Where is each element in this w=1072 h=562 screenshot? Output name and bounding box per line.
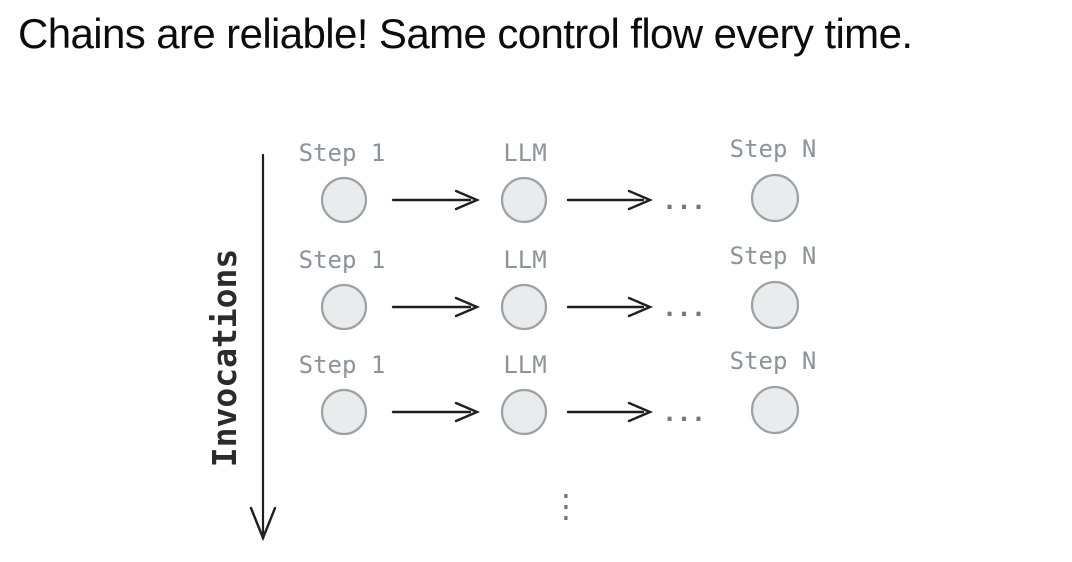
stepN-node (750, 280, 800, 330)
stepN-node (750, 385, 800, 435)
invocation-row: Step 1 LLM ... Step N (299, 347, 817, 436)
stepN-node (750, 173, 800, 223)
llm-node (500, 388, 548, 436)
step1-label: Step 1 (299, 246, 386, 274)
arrow-right-icon (391, 296, 481, 318)
arrow-right-icon (391, 189, 481, 211)
llm-label: LLM (503, 351, 546, 379)
invocation-row: Step 1 LLM ... Step N (299, 242, 817, 331)
stepN-label: Step N (730, 242, 817, 270)
llm-label: LLM (503, 139, 546, 167)
invocations-axis: Invocations (205, 153, 277, 542)
stepN-label: Step N (730, 347, 817, 375)
slide-title: Chains are reliable! Same control flow e… (18, 10, 913, 57)
step1-node (320, 283, 368, 331)
step1-node (320, 176, 368, 224)
arrow-right-icon (566, 189, 654, 211)
horizontal-ellipsis: ... (662, 187, 705, 215)
llm-node (500, 176, 548, 224)
arrow-down-icon (249, 506, 277, 542)
vertical-ellipsis: ⋮ (550, 487, 582, 525)
llm-label: LLM (503, 246, 546, 274)
stepN-label: Step N (730, 135, 817, 163)
step1-label: Step 1 (299, 139, 386, 167)
step1-label: Step 1 (299, 351, 386, 379)
invocation-row: Step 1 LLM ... Step N (299, 135, 817, 224)
horizontal-ellipsis: ... (662, 294, 705, 322)
invocations-axis-label: Invocations (205, 249, 244, 468)
step1-node (320, 388, 368, 436)
horizontal-ellipsis: ... (662, 399, 705, 427)
arrow-right-icon (391, 401, 481, 423)
llm-node (500, 283, 548, 331)
arrow-right-icon (566, 401, 654, 423)
arrow-right-icon (566, 296, 654, 318)
